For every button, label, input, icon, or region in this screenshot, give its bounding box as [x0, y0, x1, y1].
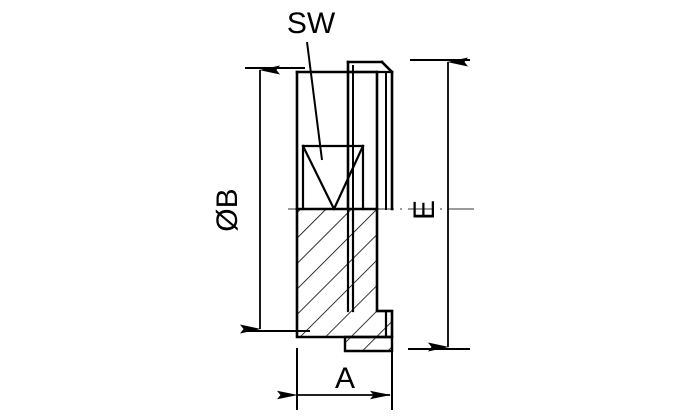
dimension-label-e: E	[408, 200, 441, 220]
dimension-a: A	[277, 340, 393, 410]
hex-socket-recess	[301, 144, 365, 211]
leader-sw: SW	[287, 7, 336, 161]
part-body-upper-outline	[346, 60, 394, 211]
dimension-label-phi-b: ØB	[211, 188, 244, 231]
dimension-e: E	[408, 57, 470, 352]
dimension-phi-b: ØB	[211, 65, 310, 334]
section-lower-step-outline	[346, 207, 394, 339]
sw-leader-line	[306, 41, 323, 161]
dimension-label-sw: SW	[287, 7, 336, 40]
section-hatched-head	[295, 207, 394, 339]
dimension-label-a: A	[335, 362, 355, 395]
section-bottom-foot	[343, 335, 394, 353]
